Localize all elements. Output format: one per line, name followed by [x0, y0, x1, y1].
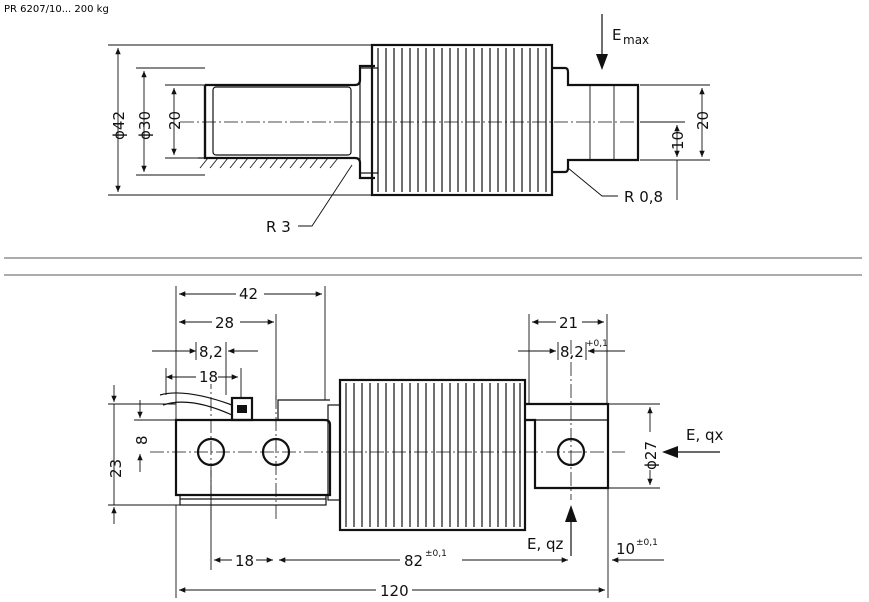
page-title: PR 6207/10... 200 kg [4, 4, 109, 15]
r3-label: R 3 [266, 218, 291, 236]
bottom-bellows [327, 378, 527, 532]
phi42-label: ϕ42 [110, 111, 128, 140]
d82-long-label: 82 [404, 552, 423, 570]
phi27-label-bg [640, 432, 658, 470]
cable-gland [230, 396, 254, 422]
d10-bottom-tol: ±0,1 [636, 538, 658, 548]
arrow-left-icon [662, 446, 678, 458]
phi27-label: ϕ27 [642, 441, 660, 470]
d120-label-bg [376, 580, 412, 598]
r08-leader [567, 167, 618, 197]
d23-label: 23 [107, 459, 125, 478]
bottom-left-step [277, 399, 330, 420]
d42-label: 42 [239, 285, 258, 303]
arrow-up-icon [565, 505, 577, 522]
d18-top-label-bg [196, 367, 218, 384]
d10-bottom-label-bg [612, 536, 664, 556]
d21-label-bg [556, 312, 582, 330]
d120-label: 120 [380, 582, 409, 600]
d10-label: 10 [669, 131, 687, 150]
d20-left-label: 20 [166, 111, 184, 130]
phi30-label: ϕ30 [136, 111, 154, 140]
bottom-right-block [525, 402, 610, 490]
d28-label: 28 [215, 314, 234, 332]
emax-label-sub: max [623, 33, 649, 47]
d82-right-tol: +0,1 [586, 339, 608, 349]
d21-label: 21 [559, 314, 578, 332]
d82-right-label: 8,2 [560, 343, 584, 361]
eqz-label: E, qz [527, 535, 564, 553]
d18-bottom-label: 18 [235, 552, 254, 570]
arrow-down-icon [596, 54, 608, 70]
top-bellows [359, 43, 554, 197]
top-right-stub [552, 66, 640, 174]
d82-long-label-bg [400, 546, 462, 566]
d8-label: 8 [133, 435, 151, 445]
d18-top-label: 18 [199, 368, 218, 386]
cable-top [159, 392, 233, 406]
cable-gland-core [237, 405, 247, 413]
top-inner-bore [212, 86, 352, 156]
top-hatching [198, 157, 340, 169]
d20-right-label: 20 [694, 111, 712, 130]
bottom-view: 42 28 8,2 18 21 8,2 +0,1 [107, 284, 724, 600]
emax-label-main: E [612, 26, 621, 44]
d10-bottom-label: 10 [616, 540, 635, 558]
bottom-left-block [174, 418, 332, 497]
d82-small-label: 8,2 [199, 343, 223, 361]
eqx-label: E, qx [686, 426, 724, 444]
r08-label: R 0,8 [624, 188, 663, 206]
d82-long-tol: ±0,1 [425, 549, 447, 559]
d28-label-bg [212, 312, 240, 330]
d18-bottom-label-bg [232, 550, 256, 568]
bottom-base-plate [179, 494, 327, 506]
d42-label-bg [236, 284, 264, 302]
r3-leader [298, 164, 353, 227]
top-view: ϕ42 ϕ30 20 E max 10 20 R 3 R 0,8 [108, 14, 712, 236]
